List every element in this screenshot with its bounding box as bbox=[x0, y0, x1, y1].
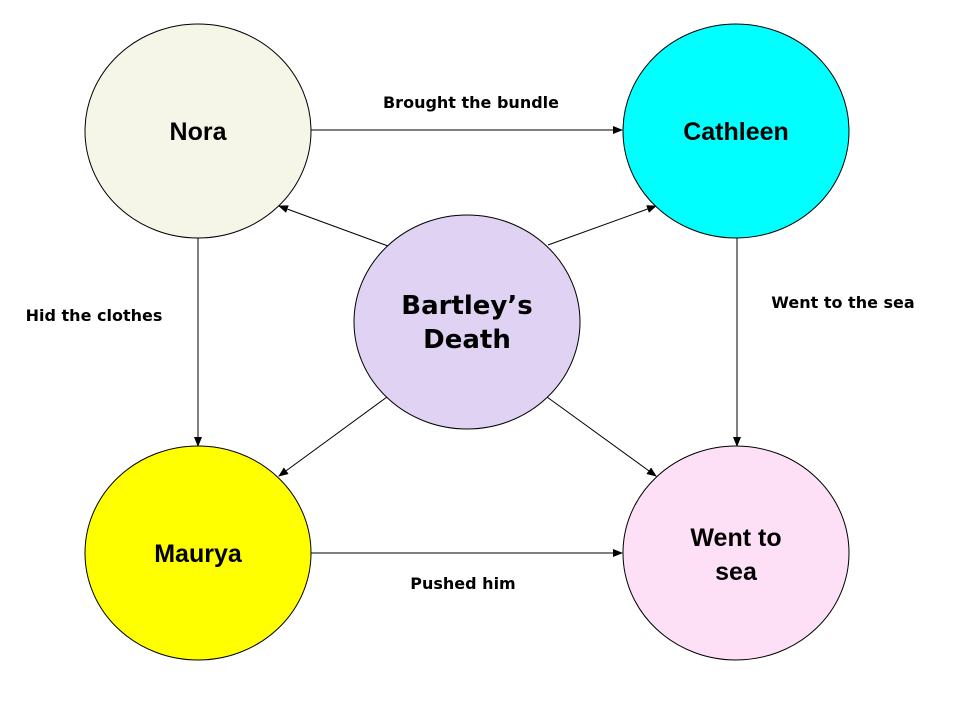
node-bartleys-death-label-line2: Death bbox=[423, 325, 511, 355]
edge-label-pushed-him: Pushed him bbox=[410, 574, 515, 593]
node-went-to-sea-label-line2: sea bbox=[715, 558, 758, 586]
edge-center-to-sea bbox=[546, 396, 657, 477]
node-went-to-sea bbox=[622, 445, 850, 661]
node-bartleys-death bbox=[353, 214, 581, 430]
edge-center-to-nora bbox=[278, 205, 389, 247]
edge-label-brought-the-bundle: Brought the bundle bbox=[383, 93, 559, 112]
node-cathleen-label: Cathleen bbox=[683, 118, 789, 146]
node-cathleen bbox=[622, 23, 850, 239]
edge-label-went-to-the-sea: Went to the sea bbox=[771, 293, 914, 312]
edge-center-to-cathleen bbox=[547, 205, 657, 246]
node-went-to-sea-label-line1: Went to bbox=[690, 524, 781, 552]
node-maurya bbox=[84, 445, 312, 661]
node-nora bbox=[84, 23, 312, 239]
edge-label-hid-the-clothes: Hid the clothes bbox=[26, 306, 163, 325]
node-bartleys-death-label-line1: Bartley’s bbox=[401, 291, 532, 321]
edge-center-to-maurya bbox=[278, 396, 388, 477]
node-nora-label: Nora bbox=[170, 118, 228, 146]
node-maurya-label: Maurya bbox=[154, 540, 243, 568]
